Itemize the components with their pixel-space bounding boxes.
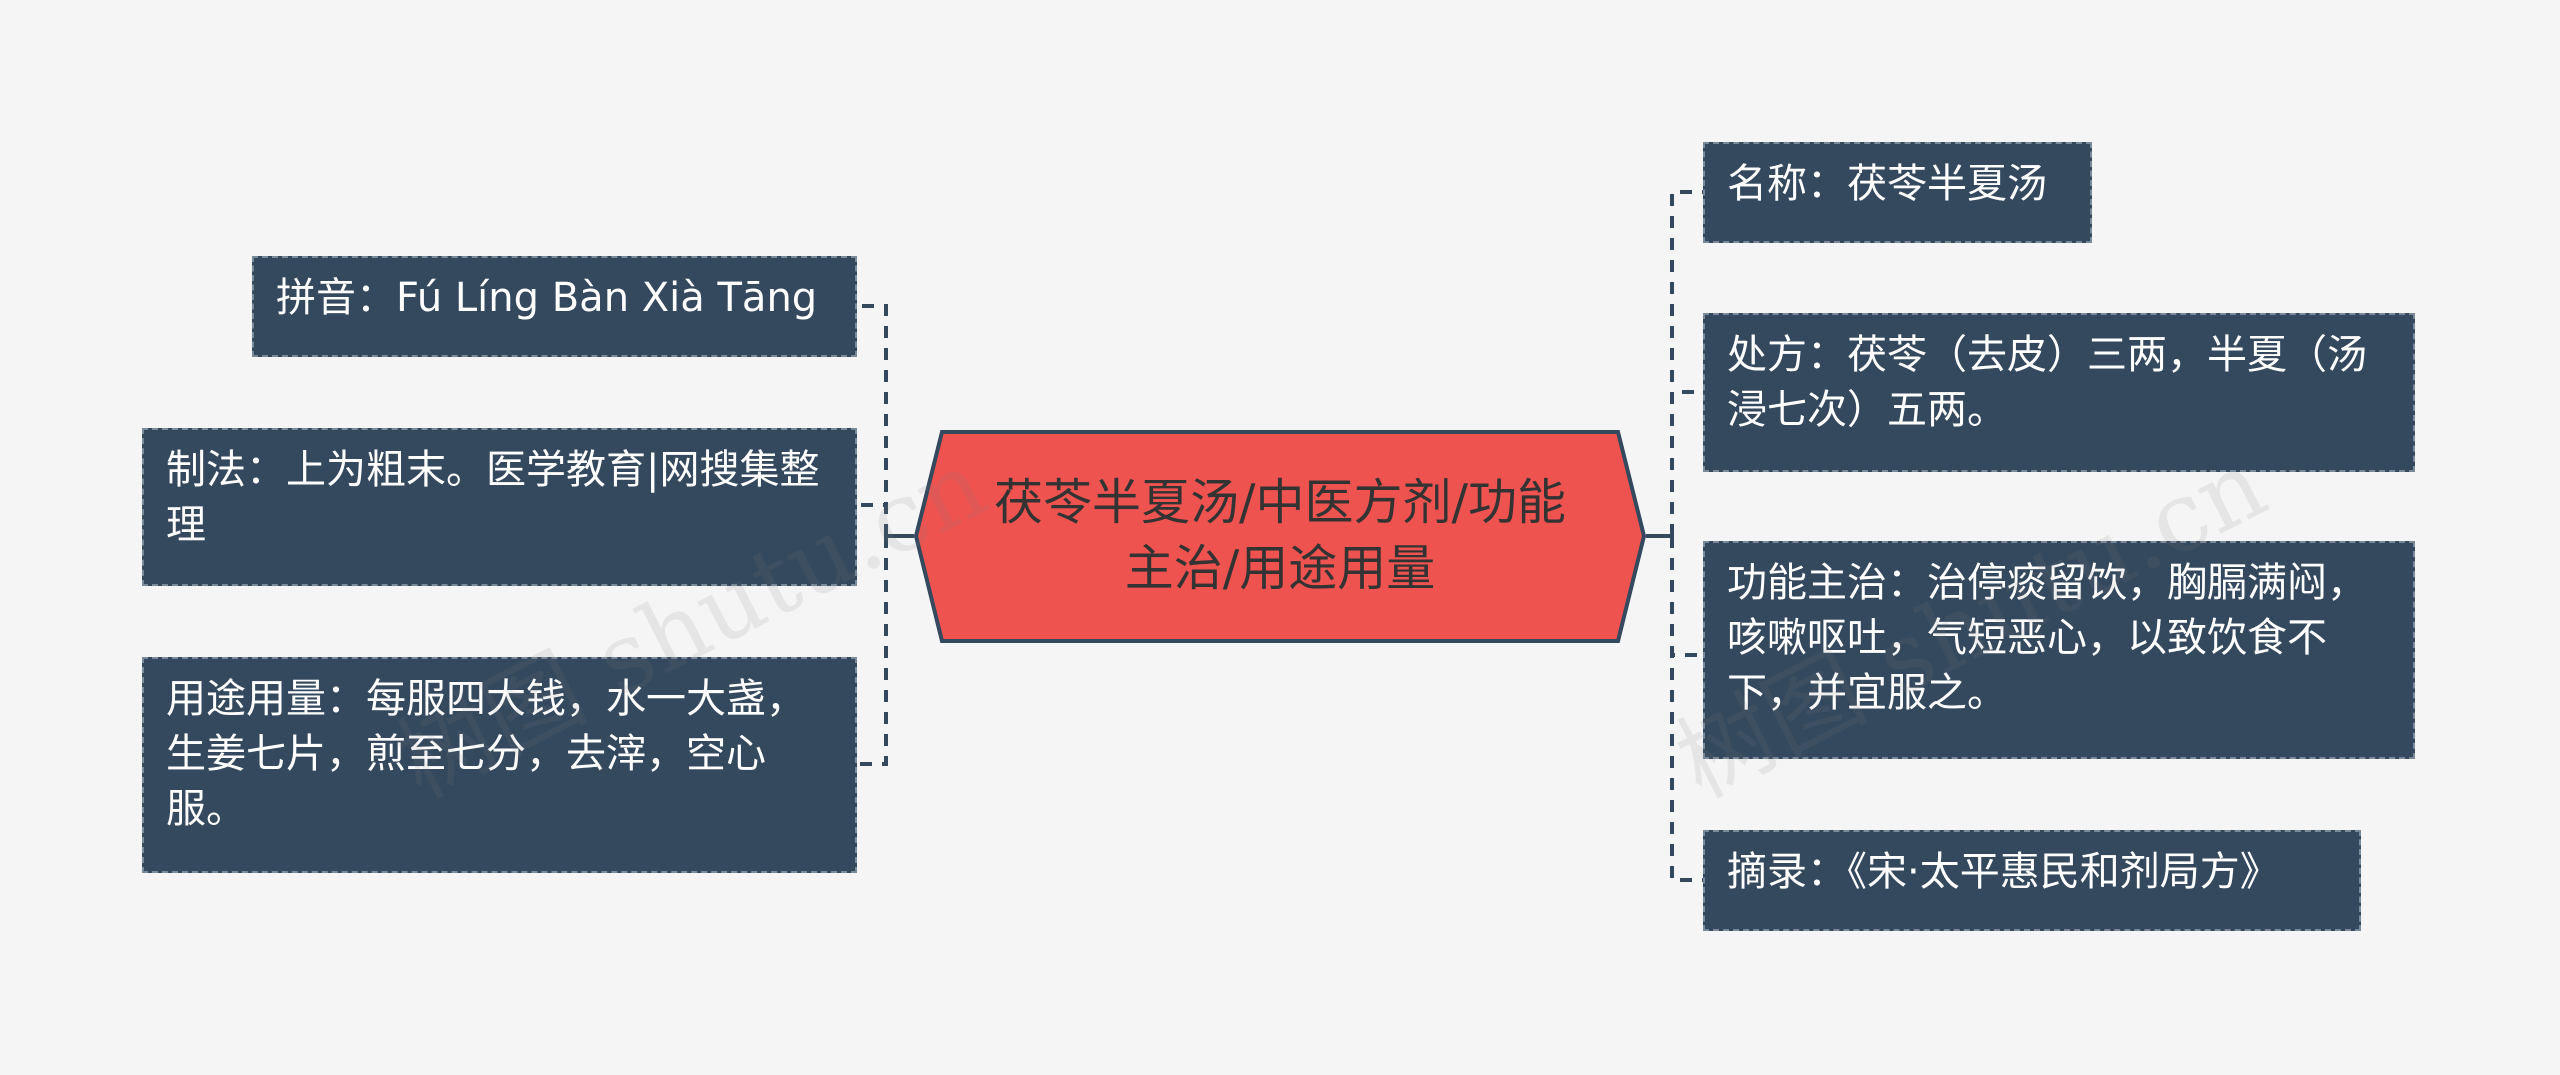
node-prescription-text: 处方：茯苓（去皮）三两，半夏（汤浸七次）五两。 <box>1727 332 2367 433</box>
node-preparation-text: 制法：上为粗末。医学教育|网搜集整理 <box>166 447 820 548</box>
center-topic-title: 茯苓半夏汤/中医方剂/功能主治/用途用量 <box>993 474 1567 597</box>
connector-name <box>1670 190 1703 536</box>
node-usage-text: 用途用量：每服四大钱，水一大盏，生姜七片，煎至七分，去滓，空心服。 <box>166 676 806 832</box>
node-preparation[interactable]: 制法：上为粗末。医学教育|网搜集整理 <box>142 428 857 586</box>
connector-indications <box>1670 536 1703 657</box>
connector-pinyin <box>857 304 888 536</box>
connector-prescription <box>1670 390 1703 536</box>
node-pinyin-text: 拼音：Fú Líng Bàn Xià Tāng <box>276 275 818 321</box>
node-pinyin[interactable]: 拼音：Fú Líng Bàn Xià Tāng <box>252 256 857 357</box>
node-indications[interactable]: 功能主治：治停痰留饮，胸膈满闷，咳嗽呕吐，气短恶心，以致饮食不下，并宜服之。 <box>1703 541 2415 759</box>
node-name[interactable]: 名称：茯苓半夏汤 <box>1703 142 2092 243</box>
node-name-text: 名称：茯苓半夏汤 <box>1727 161 2047 207</box>
node-usage[interactable]: 用途用量：每服四大钱，水一大盏，生姜七片，煎至七分，去滓，空心服。 <box>142 657 857 873</box>
connector-usage <box>857 536 888 766</box>
connector-source <box>1670 536 1703 882</box>
node-prescription[interactable]: 处方：茯苓（去皮）三两，半夏（汤浸七次）五两。 <box>1703 313 2415 472</box>
node-source-text: 摘录：《宋·太平惠民和剂局方》 <box>1727 849 2280 895</box>
node-indications-text: 功能主治：治停痰留饮，胸膈满闷，咳嗽呕吐，气短恶心，以致饮食不下，并宜服之。 <box>1727 560 2367 716</box>
connector-preparation <box>857 503 888 536</box>
node-source[interactable]: 摘录：《宋·太平惠民和剂局方》 <box>1703 830 2361 931</box>
center-hexagon-shape <box>914 430 1646 643</box>
center-topic-node[interactable]: 茯苓半夏汤/中医方剂/功能主治/用途用量 <box>914 430 1646 643</box>
